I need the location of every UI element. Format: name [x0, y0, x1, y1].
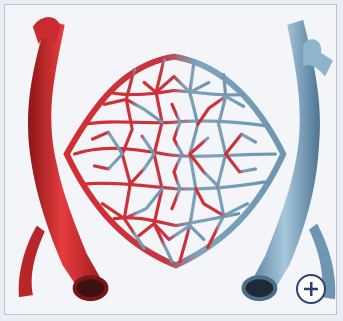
- artery-branch-bottom: [19, 226, 45, 298]
- vein-opening: [244, 277, 276, 299]
- zoom-button[interactable]: [296, 274, 326, 304]
- capillary-network-illustration: [5, 5, 336, 314]
- plus-circle-icon: [300, 278, 322, 300]
- image-viewer: [4, 4, 337, 315]
- artery-opening: [75, 277, 107, 299]
- capillary-mesh: [75, 60, 276, 262]
